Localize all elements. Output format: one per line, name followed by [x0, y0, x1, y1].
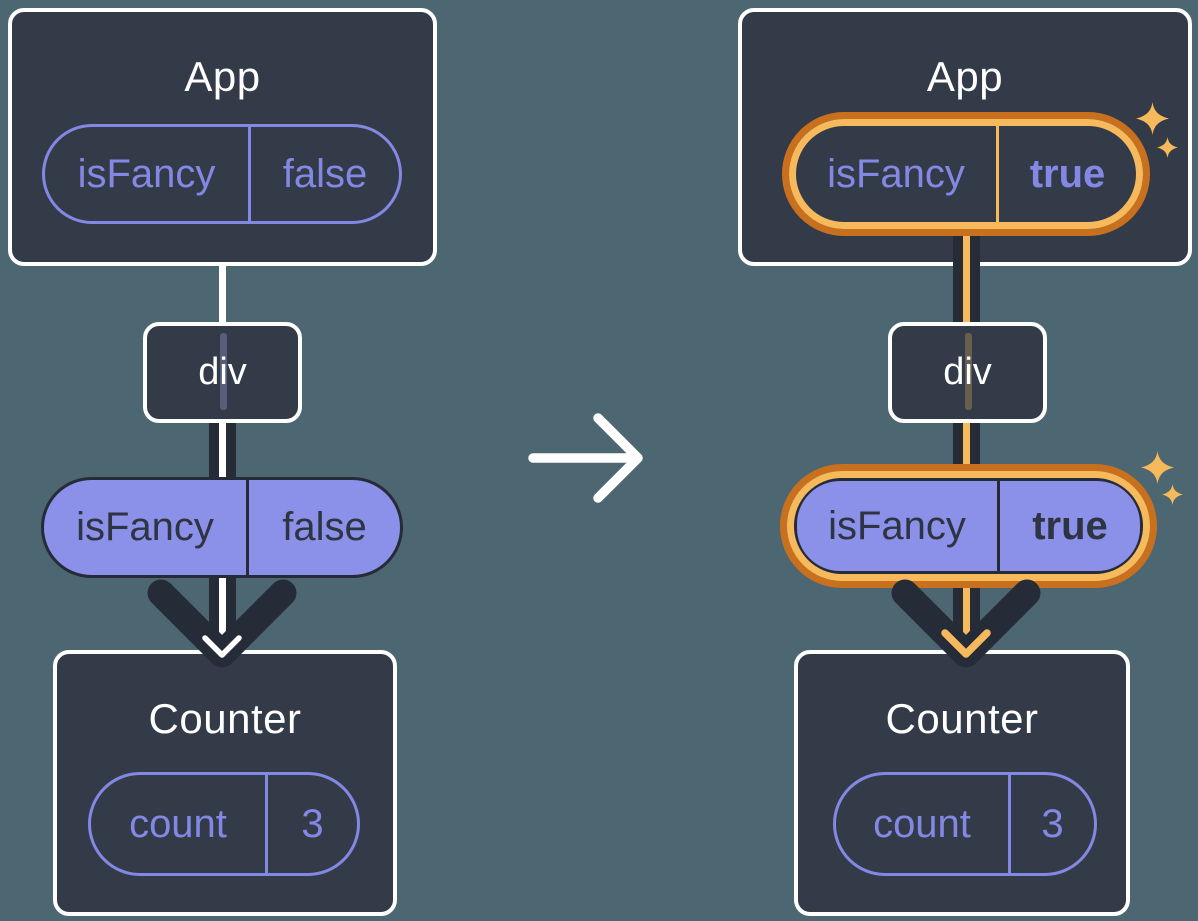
arrowhead-down-icon	[941, 629, 991, 658]
app-state-pill: isFancy false	[42, 124, 402, 224]
state-value: false	[282, 151, 368, 196]
sparkle-icon	[1141, 451, 1174, 484]
state-key: count	[873, 801, 971, 846]
pill-divider	[997, 481, 1000, 571]
div-label: div	[943, 351, 992, 393]
chevron-down-icon	[147, 579, 297, 668]
counter-title: Counter	[885, 695, 1039, 742]
app-title: App	[926, 53, 1004, 100]
connector-ghost-line	[965, 333, 972, 410]
prop-value: false	[282, 505, 367, 549]
div-label: div	[198, 351, 247, 393]
connector-div-pill-core	[219, 421, 226, 479]
prop-key: isFancy	[76, 505, 214, 549]
app-state-pill-highlight: isFancy true	[782, 112, 1150, 236]
sparkle-icon	[1162, 484, 1183, 505]
prop-pill-ring: isFancy true	[787, 471, 1150, 581]
pill-divider	[248, 127, 251, 221]
state-value: 3	[1041, 801, 1064, 846]
state-value: 3	[301, 801, 324, 846]
prop-pill: isFancy false	[41, 477, 403, 578]
div-node-box: div	[888, 322, 1047, 423]
counter-state-pill: count 3	[833, 772, 1097, 876]
pill-divider	[265, 775, 268, 873]
app-state-pill: isFancy true	[789, 119, 1143, 229]
prop-key: isFancy	[828, 503, 966, 548]
connector-ghost-line	[220, 333, 227, 410]
connector-pill-counter-core	[219, 574, 226, 646]
state-key: isFancy	[77, 151, 216, 196]
connector-app-div-core	[963, 230, 970, 324]
prop-pill-highlight: isFancy true	[780, 464, 1157, 588]
transition-right-arrow-icon	[528, 413, 643, 503]
pill-divider	[996, 126, 999, 222]
prop-value: true	[1032, 503, 1108, 548]
prop-pill: isFancy true	[794, 478, 1143, 574]
state-key: isFancy	[827, 151, 965, 196]
pill-divider	[1008, 775, 1011, 873]
pill-divider	[246, 480, 249, 575]
state-value: true	[1029, 151, 1106, 196]
counter-state-pill: count 3	[88, 772, 360, 876]
arrowhead-down-icon	[202, 635, 242, 658]
app-title: App	[184, 53, 261, 100]
counter-title: Counter	[148, 695, 302, 742]
connector-app-div	[219, 264, 226, 324]
connector-pill-counter-core	[963, 584, 970, 644]
div-node-box: div	[143, 322, 302, 423]
connector-div-pill-core	[963, 421, 970, 479]
sparkle-icon	[1136, 102, 1169, 135]
state-key: count	[129, 801, 227, 846]
sparkle-icon	[1157, 137, 1178, 158]
